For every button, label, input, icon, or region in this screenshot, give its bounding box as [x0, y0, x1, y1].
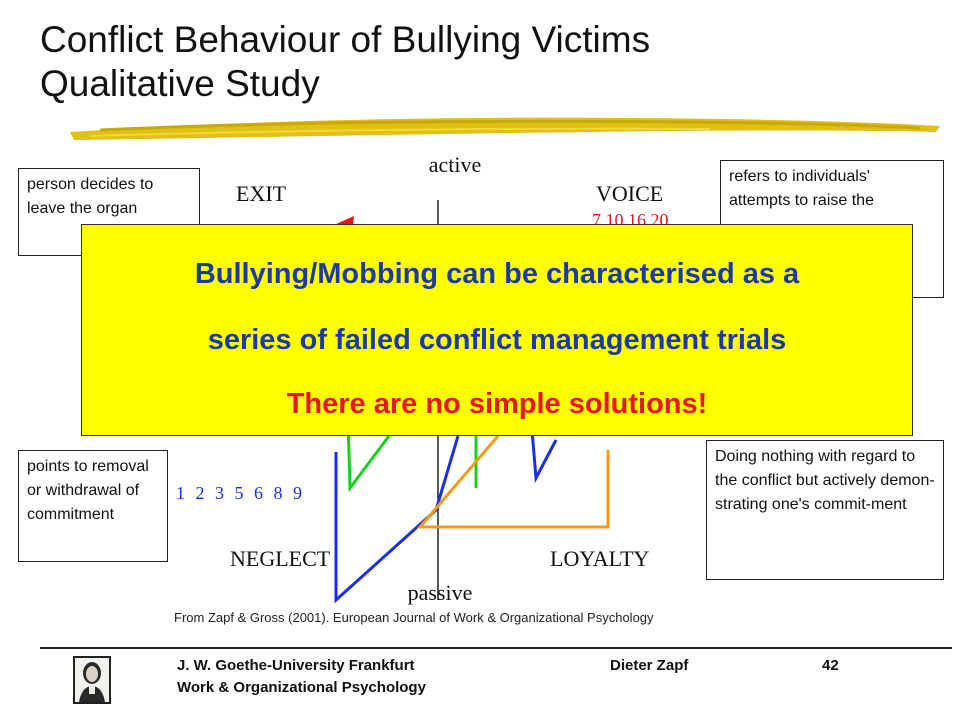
orange-path — [416, 435, 610, 529]
blue-path-1 — [334, 435, 460, 604]
blue-path-2 — [530, 429, 558, 484]
banner-line-2: series of failed conflict management tri… — [207, 324, 787, 356]
footer-page-number: 42 — [822, 657, 839, 674]
title-line-2: Qualitative Study — [40, 63, 320, 104]
green-path — [346, 419, 394, 493]
banner-line-1: Bullying/Mobbing can be characterised as… — [194, 258, 800, 290]
yellow-brush-stroke — [70, 117, 940, 140]
quadrant-neglect: NEGLECT — [230, 546, 331, 571]
footer-university: J. W. Goethe-University Frankfurt — [177, 657, 415, 674]
quadrant-exit: EXIT — [236, 181, 287, 206]
title-line-1: Conflict Behaviour of Bullying Victims — [40, 19, 651, 60]
slide-title: Conflict Behaviour of Bullying Victims Q… — [40, 18, 650, 106]
key-message-banner: Bullying/Mobbing can be characterised as… — [81, 224, 913, 436]
footer-department: Work & Organizational Psychology — [177, 679, 426, 696]
footer-divider — [40, 647, 952, 649]
neglect-numbers: 1 2 3 5 6 8 9 — [176, 483, 305, 503]
source-citation: From Zapf & Gross (2001). European Journ… — [174, 610, 654, 625]
conflict-quadrant-diagram: active passive EXIT VOICE NEGLECT LOYALT… — [176, 152, 700, 605]
banner-line-3: There are no simple solutions! — [286, 388, 708, 420]
quadrant-loyalty: LOYALTY — [550, 546, 650, 571]
axis-label-active: active — [429, 152, 482, 177]
quadrant-voice: VOICE — [596, 181, 663, 206]
axis-label-passive: passive — [408, 580, 473, 605]
footer-author: Dieter Zapf — [610, 657, 689, 674]
goethe-portrait-logo — [73, 656, 111, 704]
loyalty-description-box: Doing nothing with regard to the conflic… — [706, 440, 944, 580]
neglect-description-box: points to removal or withdrawal of commi… — [18, 450, 168, 562]
